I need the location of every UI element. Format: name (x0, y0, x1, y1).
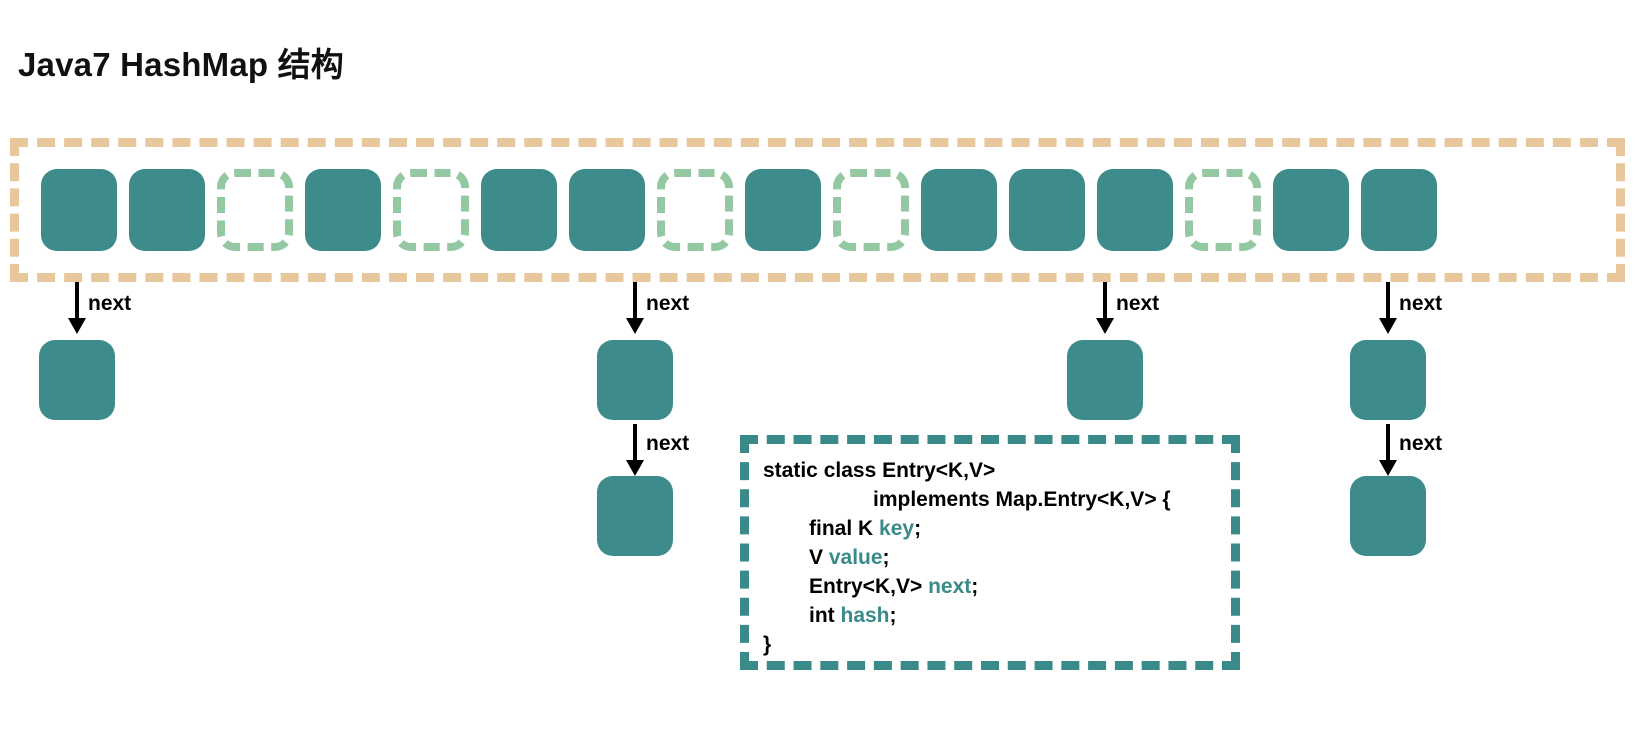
next-arrow-6-0: next (602, 282, 702, 340)
code-text: ; (882, 546, 890, 569)
bucket-cell-3-filled[interactable] (305, 169, 381, 251)
chain-bucket-0: next (39, 282, 144, 420)
arrow-head-icon (68, 318, 86, 334)
next-arrow-0-0: next (44, 282, 144, 340)
code-line-line6: int hash; (763, 601, 1221, 630)
next-label: next (1399, 432, 1443, 455)
bucket-cell-12-filled[interactable] (1097, 169, 1173, 251)
code-text: ; (889, 604, 897, 627)
code-line-line2: implements Map.Entry<K,V> { (763, 485, 1221, 514)
entry-node-11-0[interactable] (1067, 340, 1143, 420)
chain-bucket-6: next next (597, 282, 702, 556)
bucket-cell-5-filled[interactable] (481, 169, 557, 251)
code-line-line5: Entry<K,V> next; (763, 572, 1221, 601)
code-line-line1: static class Entry<K,V> (763, 456, 1221, 485)
code-keyword: key (879, 517, 915, 540)
arrow-head-icon (1379, 460, 1397, 476)
code-line-line4: V value; (763, 543, 1221, 572)
entry-class-code-panel: static class Entry<K,V> implements Map.En… (740, 435, 1240, 670)
code-text: final K (809, 517, 880, 540)
bucket-cell-11-filled[interactable] (1009, 169, 1085, 251)
bucket-array-row (19, 147, 1616, 273)
bucket-cell-13-empty[interactable] (1185, 169, 1261, 251)
code-line-line3: final K key; (763, 514, 1221, 543)
bucket-cell-0-filled[interactable] (41, 169, 117, 251)
code-keyword: next (928, 575, 972, 598)
code-text: int (809, 604, 841, 627)
bucket-cell-8-filled[interactable] (745, 169, 821, 251)
entry-node-14-0[interactable] (1350, 340, 1426, 420)
bucket-cell-9-empty[interactable] (833, 169, 909, 251)
code-keyword: hash (840, 604, 890, 627)
code-keyword: value (828, 546, 883, 569)
bucket-cell-14-filled[interactable] (1273, 169, 1349, 251)
page-title: Java7 HashMap 结构 (18, 46, 344, 83)
arrow-shaft-icon (633, 282, 637, 322)
code-body: static class Entry<K,V> implements Map.En… (763, 456, 1221, 659)
code-text: static class Entry<K,V> (763, 459, 996, 482)
code-text: Entry<K,V> (809, 575, 929, 598)
code-text: V (809, 546, 829, 569)
arrow-shaft-icon (75, 282, 79, 322)
arrow-head-icon (1096, 318, 1114, 334)
bucket-cell-15-filled[interactable] (1361, 169, 1437, 251)
entry-node-14-1[interactable] (1350, 476, 1426, 556)
next-label: next (88, 292, 132, 315)
next-label: next (1399, 292, 1443, 315)
arrow-head-icon (626, 318, 644, 334)
bucket-array-container (10, 138, 1625, 282)
chain-bucket-14: next next (1350, 282, 1455, 556)
next-label: next (646, 432, 690, 455)
entry-node-6-0[interactable] (597, 340, 673, 420)
code-text: ; (971, 575, 979, 598)
code-text: implements Map.Entry<K,V> { (873, 488, 1171, 511)
next-arrow-6-1: next (602, 420, 702, 476)
next-label: next (646, 292, 690, 315)
bucket-cell-2-empty[interactable] (217, 169, 293, 251)
code-text: } (763, 633, 772, 656)
bucket-cell-4-empty[interactable] (393, 169, 469, 251)
arrow-head-icon (626, 460, 644, 476)
arrow-shaft-icon (1103, 282, 1107, 322)
entry-node-6-1[interactable] (597, 476, 673, 556)
next-arrow-14-0: next (1355, 282, 1455, 340)
chain-bucket-11: next (1067, 282, 1172, 420)
next-arrow-14-1: next (1355, 420, 1455, 476)
next-arrow-11-0: next (1072, 282, 1172, 340)
arrow-shaft-icon (633, 424, 637, 462)
entry-node-0-0[interactable] (39, 340, 115, 420)
bucket-cell-10-filled[interactable] (921, 169, 997, 251)
bucket-cell-1-filled[interactable] (129, 169, 205, 251)
arrow-head-icon (1379, 318, 1397, 334)
arrow-shaft-icon (1386, 424, 1390, 462)
bucket-cell-6-filled[interactable] (569, 169, 645, 251)
arrow-shaft-icon (1386, 282, 1390, 322)
bucket-cell-7-empty[interactable] (657, 169, 733, 251)
code-text: ; (914, 517, 922, 540)
code-line-line7: } (763, 630, 1221, 659)
next-label: next (1116, 292, 1160, 315)
